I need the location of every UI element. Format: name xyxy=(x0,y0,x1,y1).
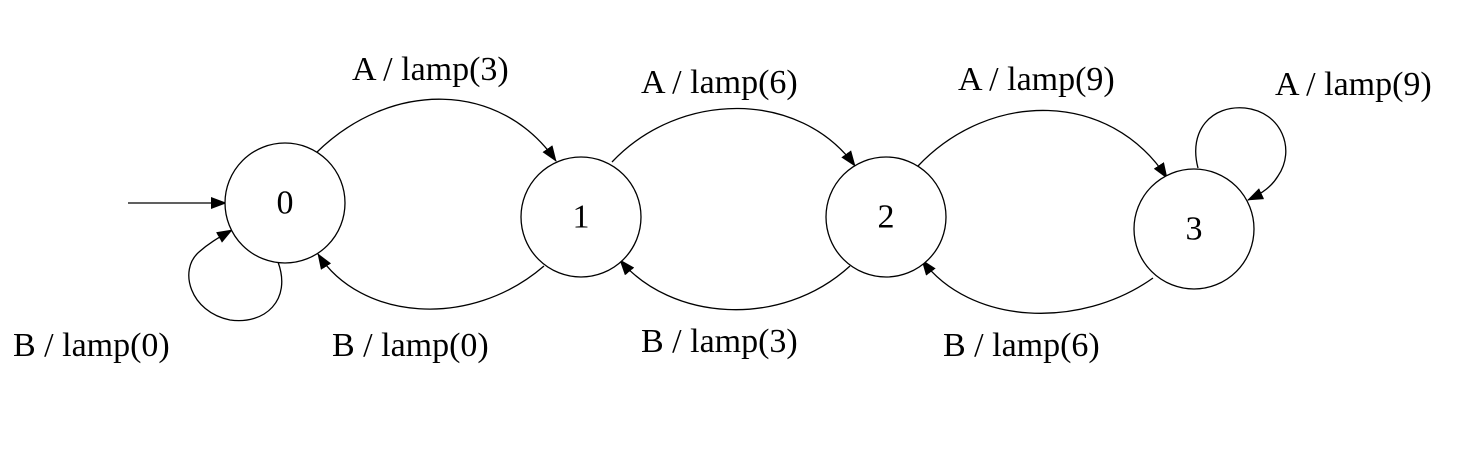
state-0-label: 0 xyxy=(277,185,294,222)
edge-2-to-1 xyxy=(619,259,851,311)
edge-3-to-2 xyxy=(921,259,1154,314)
state-1: 1 xyxy=(520,156,642,278)
state-1-label: 1 xyxy=(573,199,590,236)
label-edge-2-to-3: A / lamp(9) xyxy=(958,61,1115,98)
label-edge-0-to-1: A / lamp(3) xyxy=(352,51,509,88)
label-edge-1-to-2: A / lamp(6) xyxy=(641,64,798,101)
label-edge-3-to-2: B / lamp(6) xyxy=(943,327,1100,364)
self-loop-0 xyxy=(188,229,283,322)
edge-2-to-3 xyxy=(917,109,1168,179)
label-self-loop-0: B / lamp(0) xyxy=(13,327,170,364)
label-self-loop-3: A / lamp(9) xyxy=(1275,66,1432,103)
edge-1-to-2 xyxy=(611,107,856,167)
state-2-label: 2 xyxy=(878,199,895,236)
self-loop-3 xyxy=(1195,107,1287,201)
state-3: 3 xyxy=(1133,168,1255,290)
edge-1-to-0 xyxy=(317,253,545,310)
state-2: 2 xyxy=(825,156,947,278)
state-3-label: 3 xyxy=(1186,211,1203,248)
state-0: 0 xyxy=(224,142,346,264)
label-edge-1-to-0: B / lamp(0) xyxy=(332,327,489,364)
edge-0-to-1 xyxy=(315,98,557,162)
label-edge-2-to-1: B / lamp(3) xyxy=(641,323,798,360)
